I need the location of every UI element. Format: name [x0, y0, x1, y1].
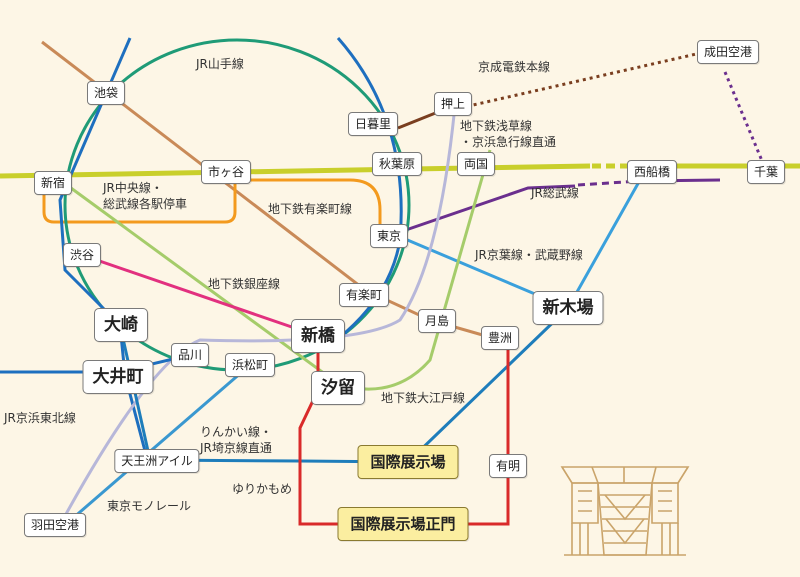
keiyo-line: [397, 179, 642, 310]
station-yurakucho[interactable]: 有楽町: [338, 283, 390, 307]
label-keisei: 京成電鉄本線: [478, 60, 551, 74]
station-shibuya[interactable]: 渋谷: [62, 243, 102, 267]
big-sight-icon: [560, 466, 690, 556]
label-yurikamome: ゆりかもめ: [232, 482, 293, 496]
yurikamome-line: [298, 336, 510, 526]
station-tennozu[interactable]: 天王洲アイル: [114, 449, 200, 473]
station-shiodome[interactable]: 汐留: [311, 371, 365, 405]
station-kokusai-tenjijo[interactable]: 国際展示場: [357, 445, 459, 479]
station-ryogoku[interactable]: 両国: [456, 152, 496, 176]
label-asakusa: 地下鉄浅草線 ・京浜急行線直通: [460, 119, 557, 149]
label-keihin-tohoku: JR京浜東北線: [4, 411, 76, 425]
label-yamanote: JR山手線: [196, 57, 244, 71]
label-rinkai: りんかい線・ JR埼京線直通: [200, 425, 273, 455]
station-shimbashi[interactable]: 新橋: [291, 319, 345, 353]
station-tokyo[interactable]: 東京: [369, 224, 409, 248]
label-sobu: JR総武線: [531, 186, 579, 200]
station-nishifunabashi[interactable]: 西船橋: [626, 160, 678, 184]
station-shinkiba[interactable]: 新木場: [532, 291, 604, 325]
station-oshiage[interactable]: 押上: [433, 92, 473, 116]
station-ichigaya[interactable]: 市ヶ谷: [200, 160, 252, 184]
label-oedo: 地下鉄大江戸線: [381, 391, 466, 405]
station-shinagawa[interactable]: 品川: [170, 343, 210, 367]
label-chuo-sobu: JR中央線・ 総武線各駅停車: [103, 181, 188, 211]
station-seimon[interactable]: 国際展示場正門: [337, 507, 469, 541]
station-nippori[interactable]: 日暮里: [347, 112, 399, 136]
narita-branch: [723, 71, 767, 169]
station-shinjuku[interactable]: 新宿: [33, 171, 73, 195]
station-narita[interactable]: 成田空港: [696, 40, 760, 64]
station-ikebukuro[interactable]: 池袋: [86, 81, 126, 105]
monorail-line: [64, 363, 251, 527]
station-akihabara[interactable]: 秋葉原: [371, 152, 423, 176]
station-ariake[interactable]: 有明: [488, 454, 528, 478]
sobu-rapid-line: [399, 184, 576, 234]
station-haneda[interactable]: 羽田空港: [23, 513, 87, 537]
ginza-line: [81, 253, 319, 338]
station-tsukishima[interactable]: 月島: [417, 309, 457, 333]
label-keiyo: JR京葉線・武蔵野線: [475, 248, 583, 262]
keiyo-tenjijo: [406, 306, 570, 464]
label-yurakucho-line: 地下鉄有楽町線: [268, 202, 353, 216]
station-toyosu[interactable]: 豊洲: [480, 326, 520, 350]
station-osaki[interactable]: 大崎: [94, 308, 148, 342]
label-monorail: 東京モノレール: [107, 499, 192, 513]
station-chiba[interactable]: 千葉: [746, 160, 786, 184]
chuo-sobu-line: [0, 163, 591, 179]
label-ginza: 地下鉄銀座線: [208, 277, 281, 291]
station-hamamatsucho[interactable]: 浜松町: [224, 353, 276, 377]
chuo-rapid-line: [42, 178, 382, 235]
station-oimachi[interactable]: 大井町: [82, 360, 154, 394]
